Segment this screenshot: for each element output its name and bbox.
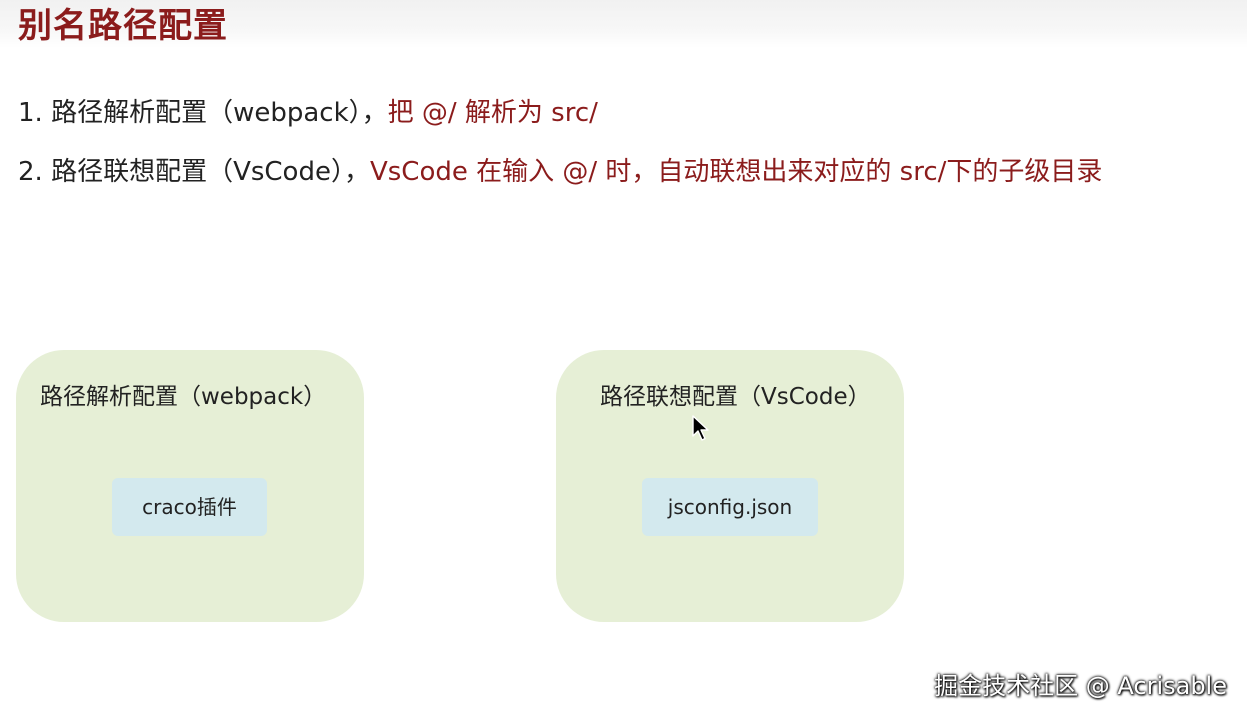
point-2-prefix: 2. 路径联想配置（VsCode）， [18,157,370,187]
point-1: 1. 路径解析配置（webpack），把 @/ 解析为 src/ [18,95,598,131]
craco-plugin-chip: craco插件 [112,478,267,536]
jsconfig-chip: jsconfig.json [642,478,818,536]
vscode-config-box: 路径联想配置（VsCode） jsconfig.json [556,350,904,622]
watermark: 掘金技术社区 @ Acrisable [934,672,1227,700]
point-2: 2. 路径联想配置（VsCode），VsCode 在输入 @/ 时，自动联想出来… [18,154,1102,190]
point-1-prefix: 1. 路径解析配置（webpack）， [18,98,388,128]
point-1-highlight: 把 @/ 解析为 src/ [387,98,598,128]
point-2-highlight: VsCode 在输入 @/ 时，自动联想出来对应的 src/下的子级目录 [369,157,1103,187]
webpack-box-title: 路径解析配置（webpack） [40,384,327,410]
page-title: 别名路径配置 [18,6,228,46]
vscode-box-title: 路径联想配置（VsCode） [600,384,871,410]
title-bar [0,0,1247,48]
mouse-pointer-icon [692,415,709,441]
webpack-config-box: 路径解析配置（webpack） craco插件 [16,350,364,622]
